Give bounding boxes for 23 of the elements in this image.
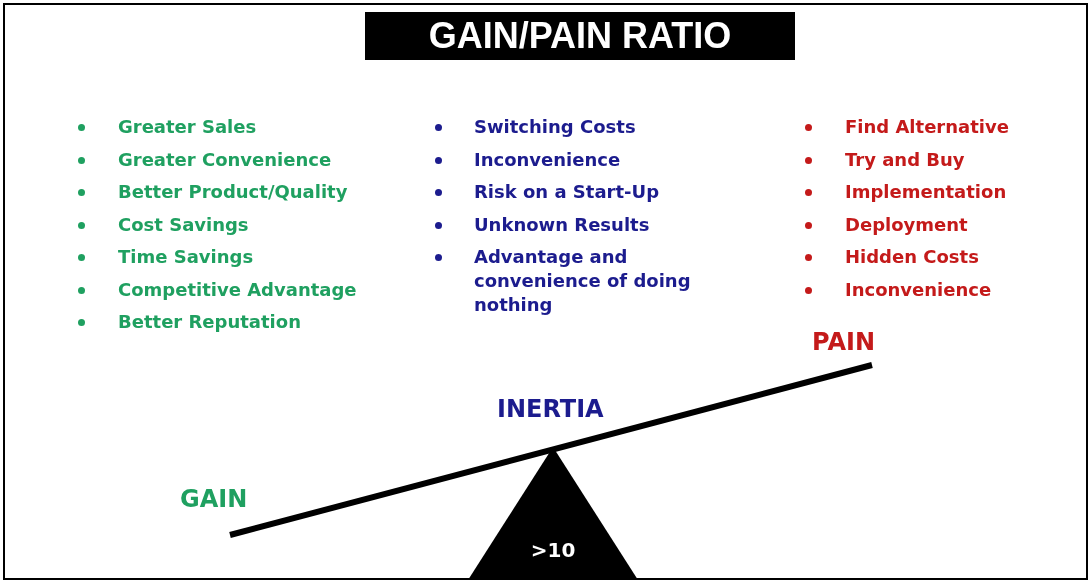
list-item: Better Product/Quality <box>118 180 348 204</box>
center-label: INERTIA <box>497 397 604 421</box>
list-item: Greater Convenience <box>118 147 332 172</box>
list-item: Better Reputation <box>118 310 301 334</box>
list-item: Deployment <box>845 212 968 237</box>
list-item: Time Savings <box>118 245 254 269</box>
list-item: Inconvenience <box>474 147 621 172</box>
list-item: Implementation <box>845 180 1007 204</box>
list-item: Unknown Results <box>474 212 650 237</box>
list-item: Try and Buy <box>845 147 965 172</box>
list-item: Advantage and convenience of doing nothing <box>474 245 692 317</box>
side-label: GAIN <box>180 487 248 511</box>
list-item: Cost Savings <box>118 212 249 237</box>
list-item: Find Alternative <box>845 115 1009 139</box>
list-item: Hidden Costs <box>845 245 979 269</box>
side-label: PAIN <box>812 330 875 354</box>
title-banner: GAIN/PAIN RATIO <box>365 12 795 60</box>
fulcrum-label: >10 <box>529 538 577 562</box>
list-item: Greater Sales <box>118 115 257 139</box>
list-item: Inconvenience <box>845 277 992 302</box>
list-item: Switching Costs <box>474 115 636 139</box>
list-item: Competitive Advantage <box>118 277 357 302</box>
list-item: Risk on a Start-Up <box>474 180 659 204</box>
